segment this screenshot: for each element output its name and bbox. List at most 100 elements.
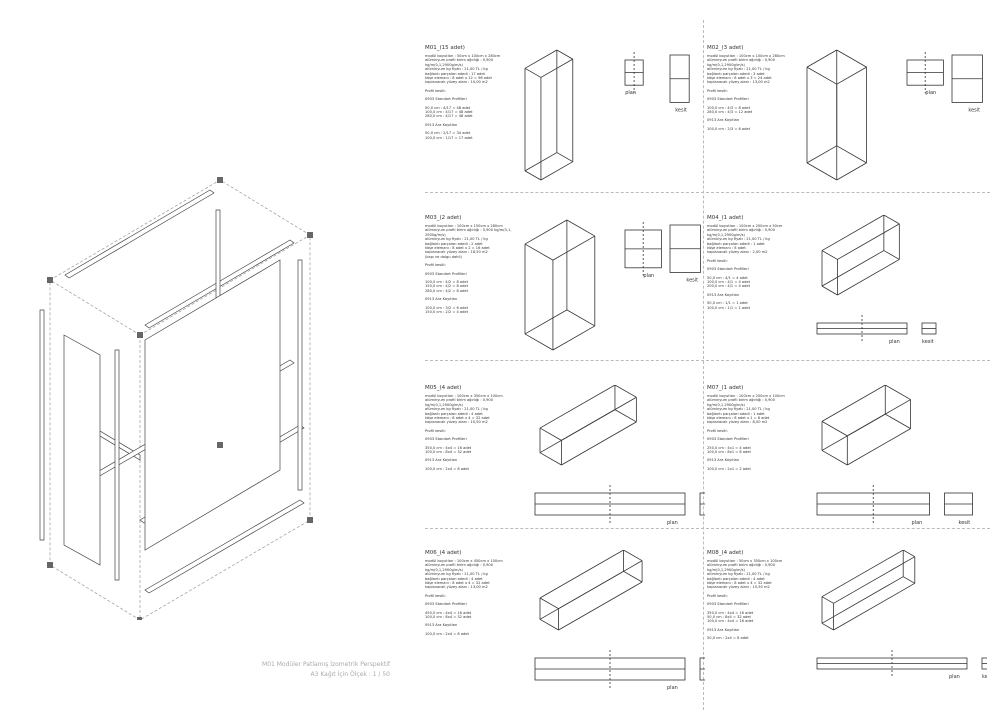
spec-line: 100,0 cm : 4x4 = 16 adet [707,619,754,624]
box-edge [806,49,837,68]
plan-label: plan [625,90,636,96]
spec-line: alüminyum profil birim ağırlığı : 0,900 [707,228,776,233]
spec-line: bağlantı parçaları adedi : 1 adet [707,241,765,246]
section-label: kesit [675,107,687,113]
spec-line: 0913 Ara Kayıtları [707,458,740,463]
box-edge [556,152,573,163]
spec-line: Profil kesiti: [425,428,446,433]
spec-line: bağlantı parçaları adedi : 17 adet [425,71,485,76]
spec-line: alüminyum kg fiyatı : 21,00 TL / kg [707,407,770,412]
spec-line: 0913 Ara Kayıtları [425,297,458,302]
spec-line: 100,0 cm : 8x4 = 32 adet [425,450,472,455]
spec-line: köşe elemanı : 8 adet x 12 = 96 adet [425,76,492,81]
module-title: M04_(1 adet) [707,215,744,221]
box-edge [837,223,900,260]
spec-line: 100,0 cm : 1/1 = 1 adet [707,305,751,310]
isometric-box [539,550,643,631]
spec-line: 50,0 cm : 1/1 = 1 adet [707,301,748,306]
spec-line: alüminyum profil birim ağırlığı : 0,900 … [425,398,494,407]
isometric-box [806,49,867,181]
box-edge [614,409,637,423]
spec-line: 280,0 cm : 4/17 = 48 adet [425,114,473,119]
spec-line: Profil kesiti: [707,428,728,433]
plan-label: plan [889,339,900,345]
isometric-box [539,385,637,466]
box-edge [623,550,643,562]
row-divider [425,360,990,361]
spec-line: 0903 Standart Profilleri [425,271,467,276]
box-edge [885,413,911,429]
spec-line: 100,0 cm : 3/2 = 6 adet [425,305,469,310]
spec-line: köşe elemanı : 8 adet x 2 = 16 adet [425,246,490,251]
spec-line: 0903 Standart Profilleri [707,97,749,102]
spec-line: modül boyutları : 50cm x 100cm x 280cm [425,54,501,58]
spec-line: kg/m(0,1,2900g/m/s) [707,232,745,237]
spec-line: köşe elemanı : 8 adet [707,246,746,251]
spec-line: 0903 Standart Profilleri [425,437,467,442]
spec-line: 50,0 cm : 2x4 = 8 adet [707,636,749,641]
box-edge [539,409,616,454]
spec-line: alüminyum kg fiyatı : 21,00 TL / kg [707,572,770,577]
module-panel: M04_(1 adet)modül boyutları : 100cm x 20… [707,215,987,380]
spec-line: 100,0 cm : 2x4 = 8 adet [425,466,469,471]
module-panel: M05_(4 adet)modül boyutları : 100cm x 35… [425,385,705,550]
spec-line: köşe elemanı : 8 adet x 4 = 32 adet [425,416,490,421]
caption-scale: A3 Kağıt İçin Ölçek : 1 / 50 [310,671,391,678]
spec-line: kaplanacak yüzey alanı : 10,50 m2 [707,585,770,590]
module-panel: M06_(4 adet)modül boyutları : 100cm x 45… [425,550,705,715]
section-label: kesit [982,674,987,680]
row-divider [425,192,990,193]
box-edge [556,49,573,60]
module-panel: M07_(1 adet)modül boyutları : 100cm x 25… [707,385,987,550]
module-panel: M02_(3 adet)modül boyutları : 100cm x 10… [707,45,987,210]
spec-line: kg/m(0,1,2900g/m/s) [707,62,745,67]
spec-line: kg/m(0,1,2900g/m/s) [425,62,463,67]
spec-line: köşe elemanı : 8 adet x 1 = 8 adet [707,416,770,421]
module-spec: M07_(1 adet)modül boyutları : 100cm x 25… [707,385,802,471]
box-edge [539,427,562,441]
spec-line: 280,0 cm : 4/2 = 8 adet [425,288,469,293]
spec-line: 0913 Ara Kayıtları [425,623,458,628]
box-edge [539,385,616,429]
isometric-box [821,215,900,296]
spec-line: bağlantı parçaları adedi : 4 adet [425,411,483,416]
spec-line: 150,0 cm : 4/2 = 8 adet [425,284,469,289]
box-edge [561,421,637,466]
box-edge [558,581,643,631]
module-title: M06_(4 adet) [425,550,462,556]
module-spec: M04_(1 adet)modül boyutları : 100cm x 20… [707,215,802,310]
box-edge [833,582,915,631]
box-edge [524,170,542,181]
spec-line: 250,0 cm : 4x1 = 4 adet [707,445,751,450]
module-spec: M05_(4 adet)modül boyutları : 100cm x 35… [425,385,520,471]
section-label: kesit [968,107,980,113]
box-edge [539,550,624,599]
exploded-isometric-drawing [39,177,313,620]
box-edge [524,333,554,351]
box-edge [524,309,568,335]
module-spec: M03_(2 adet)modül boyutları : 100cm x 15… [425,215,520,315]
module-spec: M01_(15 adet)modül boyutları : 50cm x 10… [425,45,520,140]
box-edge [821,250,838,260]
plan-label: plan [912,520,923,526]
spec-line: alüminyum kg fiyatı : 21,00 TL / kg [425,67,488,72]
spec-line: 150,0 cm : 2/2 = 4 adet [425,310,469,315]
spec-line: modül boyutları : 100cm x 100cm x 280cm [707,54,785,58]
spec-line: alüminyum profil birim ağırlığı : 0,900 … [425,563,494,572]
box-edge [821,450,848,466]
module-panel: M01_(15 adet)modül boyutları : 50cm x 10… [425,45,705,210]
spec-line: alüminyum kg fiyatı : 21,00 TL / kg [425,572,488,577]
box-edge [883,250,900,260]
spec-line: kaplanacak yüzey alanı : 8,50 m2 [707,420,768,425]
section-label: kesit [922,339,934,345]
spec-line: alüminyum profil birim ağırlığı : 0,900 [425,58,494,63]
row-divider [425,528,990,529]
spec-line: 200,0 cm : 4/1 = 4 adet [707,284,751,289]
spec-line: Profil kesiti: [425,263,446,268]
spec-line: 100,0 cm : 4/3 = 8 adet [707,105,751,110]
box-edge [903,550,915,558]
